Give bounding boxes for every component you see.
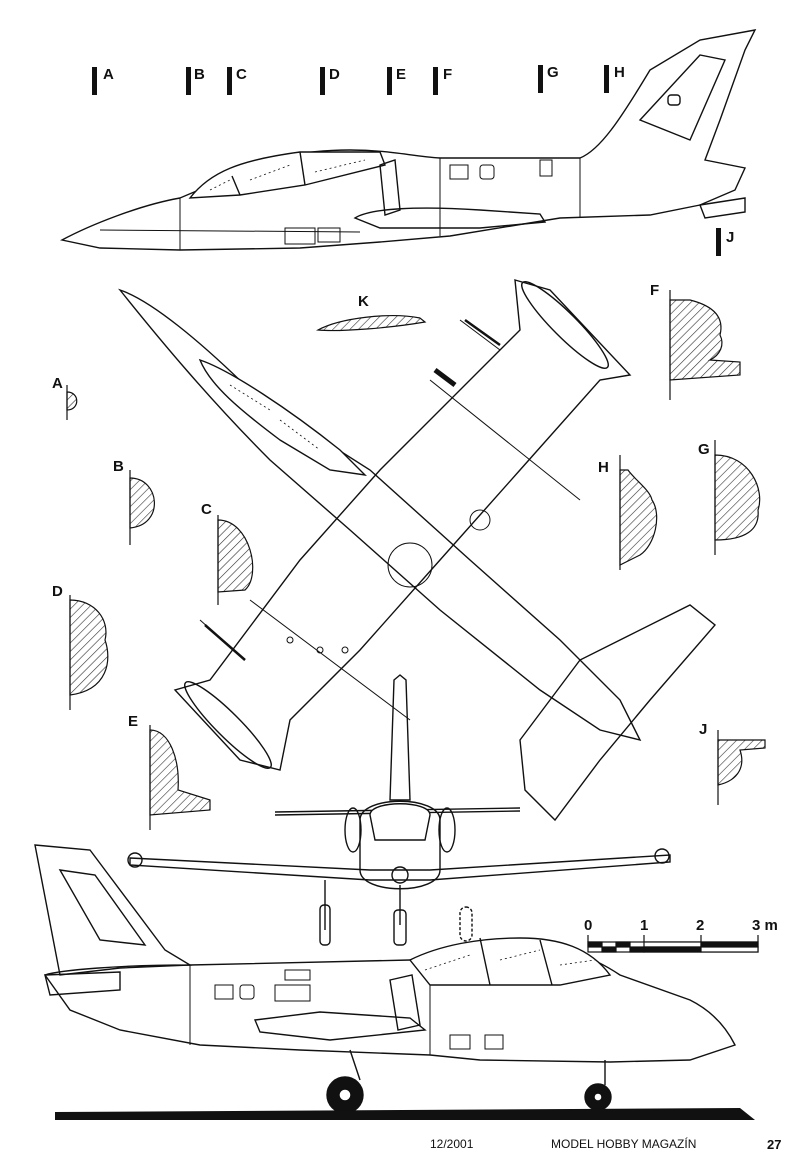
footer-magazine: MODEL HOBBY MAGAZÍN — [551, 1137, 697, 1151]
section-marker-g-bar — [538, 65, 543, 93]
cross-section-label-j: J — [699, 721, 708, 738]
cross-section-label-e: E — [128, 713, 139, 730]
cross-section-label-c: C — [201, 501, 212, 518]
section-marker-e: E — [396, 66, 407, 83]
front-view — [127, 674, 671, 946]
section-marker-a-bar — [92, 67, 97, 95]
cross-section-shapes — [66, 290, 766, 830]
section-marker-a: A — [103, 66, 114, 83]
cross-section-label-k: K — [358, 293, 369, 310]
section-marker-h-bar — [604, 65, 609, 93]
section-marker-f-bar — [433, 67, 438, 95]
cross-section-label-a: A — [52, 375, 63, 392]
section-marker-j: J — [726, 229, 735, 246]
cross-section-label-d: D — [52, 583, 63, 600]
cross-section-label-b: B — [113, 458, 124, 475]
plan-view — [117, 279, 717, 822]
section-marker-d-bar — [320, 67, 325, 95]
section-marker-b-bar — [186, 67, 191, 95]
bottom-side-view — [34, 844, 755, 1120]
scale-bar — [587, 935, 759, 953]
section-marker-c: C — [236, 66, 247, 83]
section-marker-g: G — [547, 64, 559, 81]
section-marker-f: F — [443, 66, 453, 83]
section-marker-b: B — [194, 66, 205, 83]
footer-page-number: 27 — [767, 1137, 782, 1152]
scale-tick-0: 0 — [584, 917, 593, 934]
section-marker-d: D — [329, 66, 340, 83]
top-side-view — [59, 29, 757, 251]
footer-issue: 12/2001 — [430, 1137, 474, 1151]
section-marker-h: H — [614, 64, 625, 81]
section-marker-j-bar — [716, 228, 721, 256]
cross-section-label-f: F — [650, 282, 660, 299]
scale-tick-2: 2 — [696, 917, 705, 934]
scale-tick-1: 1 — [640, 917, 649, 934]
scale-tick-3: 3 m — [752, 917, 778, 934]
section-marker-e-bar — [387, 67, 392, 95]
cross-section-label-g: G — [698, 441, 710, 458]
cross-section-label-h: H — [598, 459, 609, 476]
section-marker-c-bar — [227, 67, 232, 95]
